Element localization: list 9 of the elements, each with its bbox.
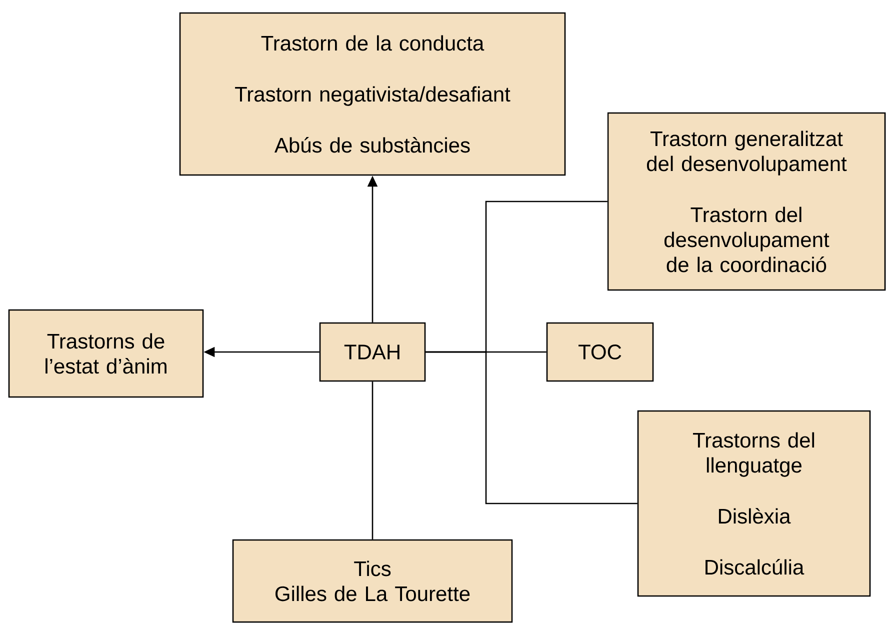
text-box: Trastorns de l’estat d’ànim xyxy=(8,309,204,398)
text-box: Trastorns del llenguatge Dislèxia Discalcúlia xyxy=(637,410,871,597)
text-box: Trastorn de la conducta Trastorn negativista/desafiant Abús de substàncies xyxy=(179,12,566,176)
connector-line xyxy=(426,351,638,504)
text-box: TDAH xyxy=(319,322,426,382)
text-box: TOC xyxy=(546,322,654,382)
connector-line xyxy=(372,382,374,540)
text-box: Tics Gilles de La Tourette xyxy=(232,539,513,623)
text-box: Trastorn generalitzat del desenvolupament Trastorn del desenvolupament de la coordinació xyxy=(607,112,886,291)
